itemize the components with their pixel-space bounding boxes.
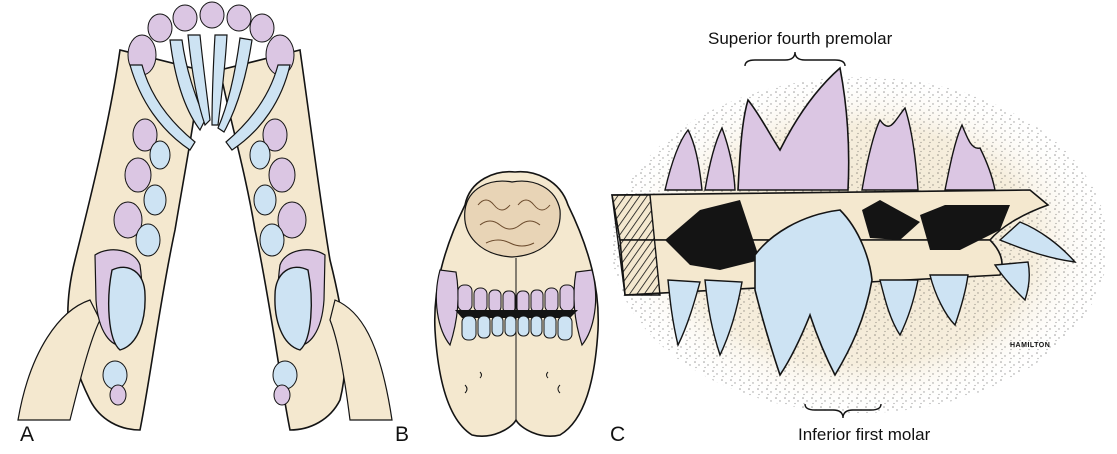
panel-label-a: A	[20, 423, 35, 446]
left-cheek-teeth	[94, 118, 171, 406]
panel-c-lateral-diagram	[610, 51, 1110, 419]
left-ramus	[17, 299, 101, 421]
right-cheek-teeth	[249, 118, 326, 406]
brain-case	[464, 180, 561, 258]
panel-label-b: B	[395, 423, 410, 446]
panel-a-mandible-diagram	[17, 1, 393, 431]
panel-label-c: C	[610, 423, 626, 446]
incisor-group	[127, 1, 295, 151]
bottom-brace	[804, 403, 882, 419]
lower-cheek-teeth	[667, 209, 1077, 377]
inferior-first-molar-label: Inferior first molar	[798, 425, 931, 444]
upper-cheek-teeth	[664, 66, 996, 191]
left-mandible-body	[67, 49, 201, 431]
inferior-first-molar	[754, 209, 873, 377]
superior-fourth-premolar-label: Superior fourth premolar	[708, 29, 893, 48]
right-ramus	[329, 299, 393, 421]
illustrator-signature: HAMILTON	[1010, 342, 1051, 349]
top-brace	[744, 51, 846, 67]
left-canine	[435, 269, 459, 347]
panel-b-frontal-diagram	[433, 170, 600, 437]
front-incisors	[455, 284, 578, 341]
superior-fourth-premolar	[737, 66, 850, 191]
right-canine	[573, 269, 597, 347]
